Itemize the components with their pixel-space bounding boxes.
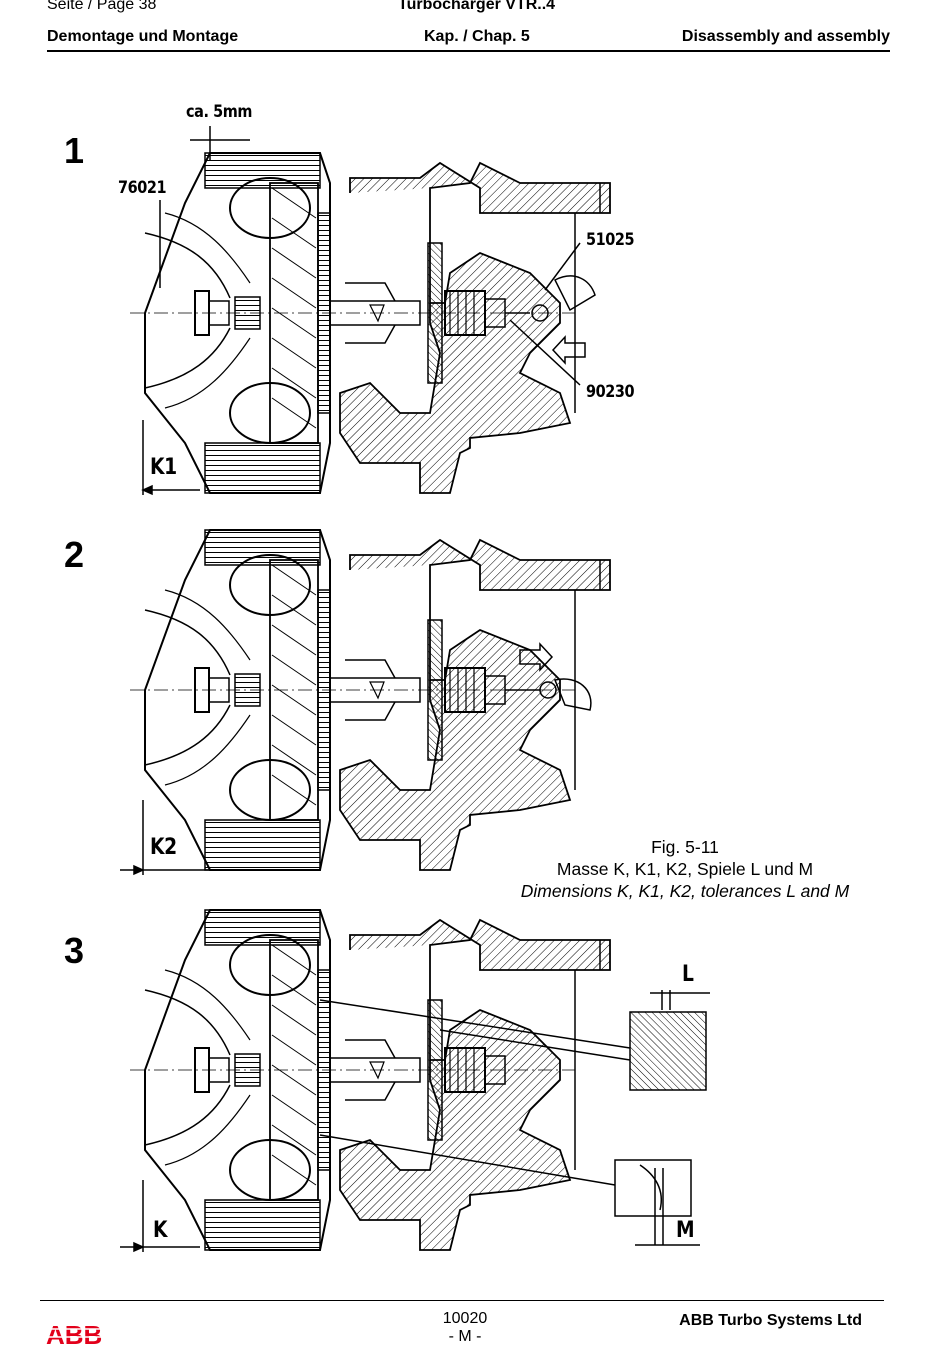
company-name: ABB Turbo Systems Ltd (679, 1312, 862, 1329)
document-number: 10020 (442, 1310, 488, 1327)
svg-text:ABB: ABB (46, 1320, 102, 1348)
abb-logo: ABB (46, 1320, 112, 1348)
part-callout-51025: 51025 (586, 230, 635, 250)
section-title-de: Demontage und Montage (47, 28, 239, 45)
gap-callout: ca. 5mm (186, 102, 253, 122)
section-title-en: Disassembly and assembly (681, 28, 890, 45)
part-callout-76021: 76021 (118, 178, 167, 198)
dimension-k1-label: K1 (150, 455, 177, 480)
document-revision: - M - (448, 1328, 482, 1345)
view1-annotations (141, 126, 596, 496)
figure-title-de: Masse K, K1, K2, Spiele L und M (556, 859, 814, 879)
dimension-k2-label: K2 (150, 835, 177, 860)
footer-rule (40, 1300, 884, 1301)
step-number-1: 1 (64, 130, 85, 171)
view2-annotations (120, 642, 592, 876)
dimension-k-label: K (153, 1218, 168, 1243)
chapter-label: Kap. / Chap. 5 (424, 28, 530, 45)
view3-annotations (120, 990, 710, 1253)
tolerance-m-label: M (676, 1218, 695, 1243)
product-title: Turbocharger VTR..4 (398, 0, 556, 13)
tolerance-l-label: L (682, 962, 694, 987)
drawing-view-1 (129, 152, 611, 494)
figure-title-en: Dimensions K, K1, K2, tolerances L and M (520, 881, 850, 901)
step-number-2: 2 (64, 534, 85, 575)
part-callout-90230: 90230 (586, 382, 635, 402)
drawing-view-2 (129, 529, 611, 871)
step-number-3: 3 (64, 930, 85, 971)
figure-number: Fig. 5-11 (651, 837, 719, 857)
drawing-view-3 (129, 909, 611, 1251)
header-rule (47, 50, 890, 52)
page-number: Seite / Page 38 (47, 0, 157, 13)
